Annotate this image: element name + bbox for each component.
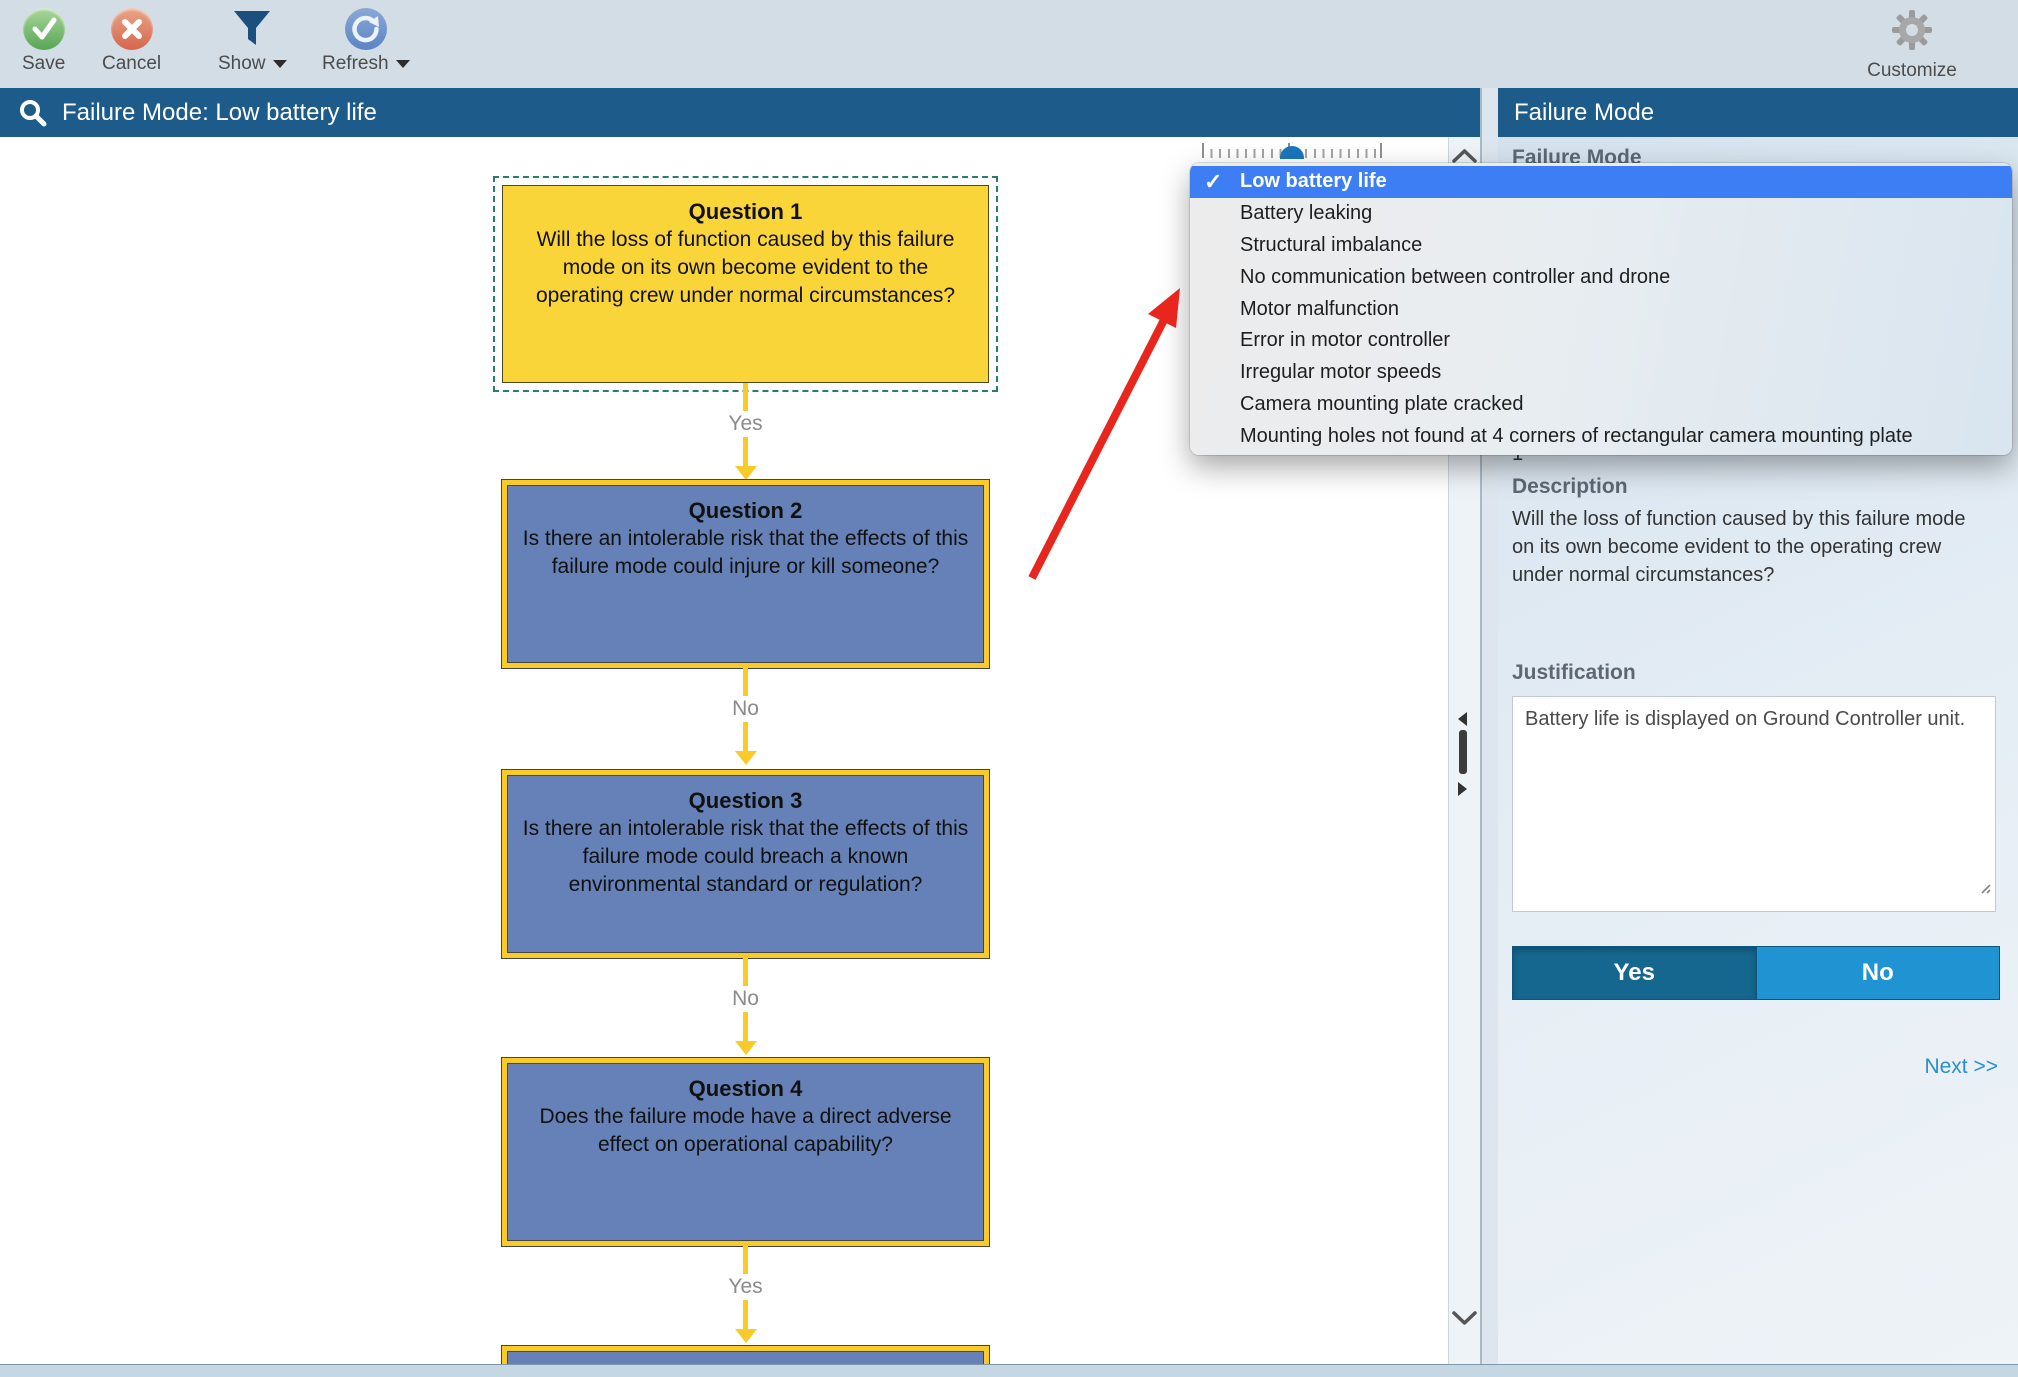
breadcrumb-bar: Failure Mode: Low battery life <box>0 88 1480 137</box>
refresh-icon <box>344 8 387 50</box>
connector-q3-q4: No <box>502 958 989 1055</box>
justification-label: Justification <box>1512 661 1636 684</box>
save-check-icon <box>22 8 65 50</box>
panel-header-title: Failure Mode <box>1514 98 1655 126</box>
flowchart-node-question-11[interactable]: Question 11 <box>501 1345 990 1366</box>
yes-button[interactable]: Yes <box>1513 947 1756 999</box>
show-caret-icon <box>272 60 287 68</box>
connector-label: Yes <box>728 412 763 435</box>
dropdown-item[interactable]: Mounting holes not found at 4 corners of… <box>1240 424 1913 447</box>
window-bottom-edge <box>0 1364 2018 1377</box>
node-body: Does the failure mode have a direct adve… <box>539 1105 952 1156</box>
page-title: Failure Mode: Low battery life <box>62 98 377 126</box>
flowchart-canvas[interactable]: Question 1 Will the loss of function cau… <box>0 137 1448 1366</box>
flowchart-node-question-4[interactable]: Question 4 Does the failure mode have a … <box>501 1057 990 1247</box>
failure-mode-dropdown-menu: ✓ Low battery life Battery leaking Struc… <box>1190 163 2012 455</box>
yes-no-toggle: Yes No <box>1512 946 2000 1000</box>
node-body: Will the loss of function caused by this… <box>535 228 956 307</box>
connector-q1-q2: Yes <box>502 383 989 480</box>
connector-q2-q3: No <box>502 668 989 765</box>
cancel-button[interactable]: Cancel <box>102 8 161 75</box>
scroll-down-icon[interactable] <box>1451 1308 1478 1328</box>
gear-icon <box>1890 8 1934 57</box>
connector-label: No <box>732 697 759 720</box>
node-title: Question 1 <box>688 199 803 224</box>
arrow-down-icon <box>734 466 757 480</box>
connector-label: Yes <box>728 1275 763 1298</box>
show-label: Show <box>218 53 266 74</box>
checkmark-icon: ✓ <box>1204 168 1223 194</box>
red-annotation-arrow <box>1028 288 1180 580</box>
flowchart-node-question-1[interactable]: Question 1 Will the loss of function cau… <box>502 185 989 383</box>
dropdown-item[interactable]: ✓ Low battery life <box>1190 166 2012 198</box>
justification-input[interactable]: Battery life is displayed on Ground Cont… <box>1512 696 1996 912</box>
refresh-label: Refresh <box>322 53 389 74</box>
splitter-expand-right-icon[interactable] <box>1458 782 1467 796</box>
refresh-caret-icon <box>395 60 410 68</box>
no-button[interactable]: No <box>1755 947 1999 999</box>
cancel-label: Cancel <box>102 53 162 74</box>
next-link[interactable]: Next >> <box>1924 1055 1998 1078</box>
dropdown-item[interactable]: Structural imbalance <box>1240 233 1423 256</box>
zoom-slider[interactable] <box>1202 140 1382 160</box>
splitter-collapse-left-icon[interactable] <box>1458 712 1467 726</box>
flowchart-node-question-3[interactable]: Question 3 Is there an intolerable risk … <box>501 769 990 959</box>
node-title: Question 4 <box>688 1076 803 1101</box>
node-title: Question 3 <box>688 788 803 813</box>
scroll-up-icon[interactable] <box>1451 146 1478 166</box>
arrow-down-icon <box>734 751 757 765</box>
node-body: Is there an intolerable risk that the ef… <box>522 817 969 896</box>
customize-button[interactable]: Customize <box>1852 8 1972 82</box>
dropdown-item[interactable]: Irregular motor speeds <box>1240 361 1442 384</box>
save-label: Save <box>22 53 66 74</box>
description-label: Description <box>1512 475 1628 498</box>
arrow-down-icon <box>734 1041 757 1055</box>
show-button[interactable]: Show <box>218 8 287 75</box>
customize-label: Customize <box>1867 60 1957 81</box>
refresh-button[interactable]: Refresh <box>322 8 410 75</box>
connector-q4-q11: Yes <box>502 1246 989 1343</box>
connector-label: No <box>732 987 759 1010</box>
flowchart-node-question-2[interactable]: Question 2 Is there an intolerable risk … <box>501 479 990 669</box>
dropdown-item[interactable]: Error in motor controller <box>1240 329 1451 352</box>
node-body: Is there an intolerable risk that the ef… <box>522 527 969 578</box>
panel-header: Failure Mode <box>1498 88 2018 137</box>
save-button[interactable]: Save <box>22 8 65 75</box>
dropdown-item[interactable]: Motor malfunction <box>1240 297 1399 320</box>
filter-funnel-icon <box>231 8 273 50</box>
node-title: Question 2 <box>688 498 803 523</box>
dropdown-item[interactable]: No communication between controller and … <box>1240 265 1671 288</box>
dropdown-item[interactable]: Battery leaking <box>1240 202 1373 225</box>
textarea-resize-grip[interactable] <box>1976 879 1992 895</box>
search-icon <box>20 99 47 126</box>
zoom-slider-handle[interactable] <box>1280 146 1304 159</box>
cancel-x-icon <box>110 8 153 50</box>
arrow-down-icon <box>734 1329 757 1343</box>
toolbar: Save Cancel Show Refresh <box>0 0 2018 89</box>
dropdown-item[interactable]: Camera mounting plate cracked <box>1240 392 1524 415</box>
splitter-grip[interactable] <box>1459 730 1467 774</box>
description-text: Will the loss of function caused by this… <box>1512 508 1966 586</box>
